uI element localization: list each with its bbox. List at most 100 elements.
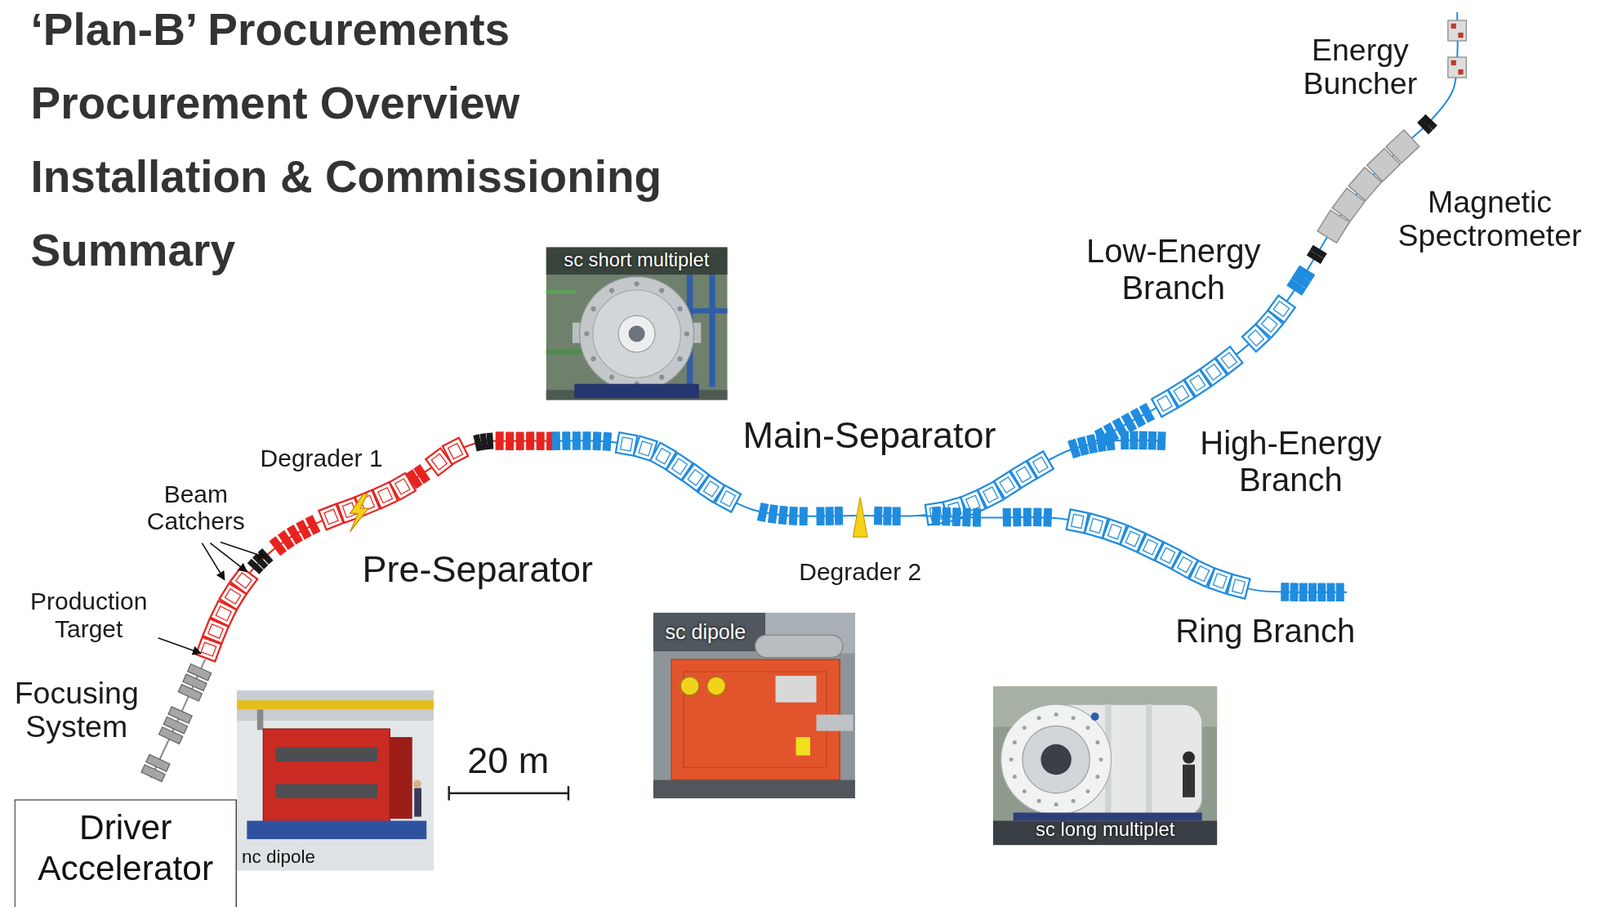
cavity-mark — [1451, 23, 1457, 29]
magnet — [1421, 115, 1437, 130]
magnet-inner — [1143, 539, 1159, 555]
magnet-inner — [1033, 456, 1048, 473]
agenda-item: ‘Plan-B’ Procurements — [30, 4, 510, 55]
magnet-body — [788, 507, 798, 526]
tag — [1091, 712, 1100, 721]
agenda-item: Summary — [30, 224, 236, 276]
magnet-body — [583, 432, 591, 450]
magnet — [526, 432, 535, 450]
bolt — [1054, 802, 1059, 807]
bolt — [1095, 739, 1100, 745]
magnet-body — [952, 508, 960, 526]
magnet-inner — [620, 436, 633, 451]
magnet-inner — [1071, 513, 1084, 528]
component-label: Production Target — [22, 588, 155, 643]
magnet-body — [1002, 508, 1011, 526]
person — [413, 779, 422, 789]
magnet-body — [768, 504, 778, 523]
magnet-body — [602, 432, 611, 451]
sign — [796, 736, 811, 755]
photo-bg — [545, 246, 727, 275]
magnet-inner — [431, 453, 447, 469]
magnet — [799, 507, 807, 525]
scale-bar — [449, 785, 569, 800]
magnet-body — [486, 432, 493, 449]
magnet — [506, 432, 514, 450]
knob — [707, 676, 726, 695]
magnet-inner — [1107, 524, 1122, 540]
magnet — [757, 503, 769, 522]
bolt — [1071, 715, 1076, 720]
magnet-inner — [324, 508, 339, 525]
scaffold — [708, 274, 715, 387]
magnet-inner — [215, 606, 232, 621]
magnet-body — [874, 507, 883, 525]
magnet-body — [799, 507, 807, 525]
magnet — [1157, 432, 1166, 451]
magnet — [778, 505, 788, 524]
magnet — [552, 432, 560, 450]
section-label: Energy Buncher — [1283, 31, 1437, 101]
scale-label: 20 m — [467, 739, 549, 781]
cryostat-face — [1001, 704, 1112, 815]
magnet — [486, 432, 493, 449]
photo-panel: nc dipole — [236, 690, 434, 871]
magnet-inner — [720, 490, 736, 507]
photo-bg — [236, 690, 434, 721]
bolt — [1071, 798, 1076, 803]
magnet-body — [1421, 115, 1437, 130]
bolt — [1085, 725, 1090, 730]
magnet — [1309, 583, 1317, 601]
magnet-body — [972, 508, 981, 526]
bore — [628, 325, 646, 343]
magnet-body — [495, 432, 504, 450]
bolt — [684, 330, 690, 336]
ring-branch-beamline — [918, 507, 1347, 602]
magnet-body — [1013, 508, 1021, 526]
magnet-body — [778, 505, 788, 524]
magnet — [1148, 431, 1156, 450]
photo-illustration — [236, 690, 434, 871]
magnet — [414, 464, 430, 484]
bolt — [609, 287, 615, 293]
magnet — [583, 432, 591, 450]
magnet-inner — [1205, 364, 1222, 380]
magnet — [495, 432, 504, 450]
bolt — [1085, 788, 1090, 794]
magnet — [442, 437, 468, 464]
magnet-body — [1033, 508, 1042, 526]
magnet-body — [1157, 432, 1166, 451]
magnet-body — [1299, 583, 1307, 601]
cavity-mark — [1457, 69, 1463, 75]
magnet-body — [1281, 583, 1289, 601]
magnet — [1290, 583, 1298, 601]
magnet-body — [962, 508, 971, 526]
magnet — [1002, 508, 1011, 526]
beam-line — [918, 515, 1347, 593]
magnet-body — [1139, 431, 1147, 449]
hub — [618, 315, 656, 353]
leader-arrow — [209, 543, 247, 572]
base — [246, 820, 427, 838]
section-label: Magnetic Spectrometer — [1382, 184, 1597, 254]
magnet-inner — [1160, 547, 1176, 563]
cavity-mark — [1451, 60, 1457, 66]
magnet-inner — [208, 623, 224, 638]
magnet-body — [1310, 245, 1327, 259]
magnet-inner — [1273, 301, 1289, 317]
magnet-body — [258, 548, 272, 564]
magnet-body — [1327, 583, 1335, 601]
leader-arrow — [220, 541, 267, 558]
magnet-body — [480, 433, 488, 450]
magnet — [1139, 431, 1147, 449]
branch-label: High-Energy Branch — [1189, 425, 1394, 500]
bolt — [1095, 774, 1100, 779]
panel — [683, 671, 827, 767]
magnet — [1336, 583, 1344, 601]
box — [775, 675, 817, 702]
magnet-inner — [1173, 385, 1190, 402]
photo-bg — [653, 612, 766, 651]
magnet — [942, 507, 950, 526]
rib — [1145, 704, 1152, 816]
magnet-inner — [1016, 466, 1031, 482]
